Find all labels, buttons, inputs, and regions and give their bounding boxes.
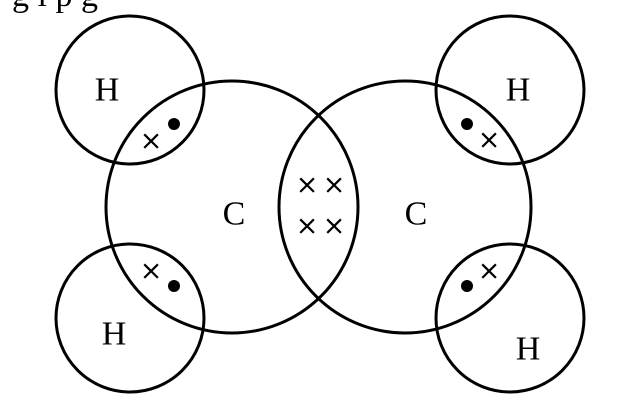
carbon-shell-left (104, 79, 360, 335)
carbon-label-left: C (223, 196, 246, 233)
hydrogen-shell-bottom-left (54, 242, 206, 394)
carbon-label-right: C (405, 196, 428, 233)
double-bond-cross-3: × (296, 211, 319, 242)
double-bond-cross-4: × (323, 211, 346, 242)
hydrogen-shell-top-left (54, 14, 206, 166)
electron-dot-top-right (461, 118, 473, 130)
electron-dot-bottom-right (461, 280, 473, 292)
hydrogen-label-top-left: H (95, 72, 120, 109)
double-bond-cross-2: × (323, 170, 346, 201)
electron-dot-bottom-left (168, 280, 180, 292)
electron-cross-top-left: × (140, 126, 163, 157)
hydrogen-label-bottom-right: H (516, 331, 541, 368)
hydrogen-shell-top-right (434, 14, 586, 166)
double-bond-cross-1: × (296, 170, 319, 201)
cut-off-caption-text: g l p g (12, 0, 98, 14)
electron-cross-top-right: × (478, 125, 501, 156)
electron-dot-top-left (168, 118, 180, 130)
carbon-shell-right (277, 79, 533, 335)
hydrogen-label-bottom-left: H (102, 316, 127, 353)
hydrogen-shell-bottom-right (434, 242, 586, 394)
electron-cross-bottom-left: × (140, 256, 163, 287)
hydrogen-label-top-right: H (506, 72, 531, 109)
electron-cross-bottom-right: × (478, 256, 501, 287)
